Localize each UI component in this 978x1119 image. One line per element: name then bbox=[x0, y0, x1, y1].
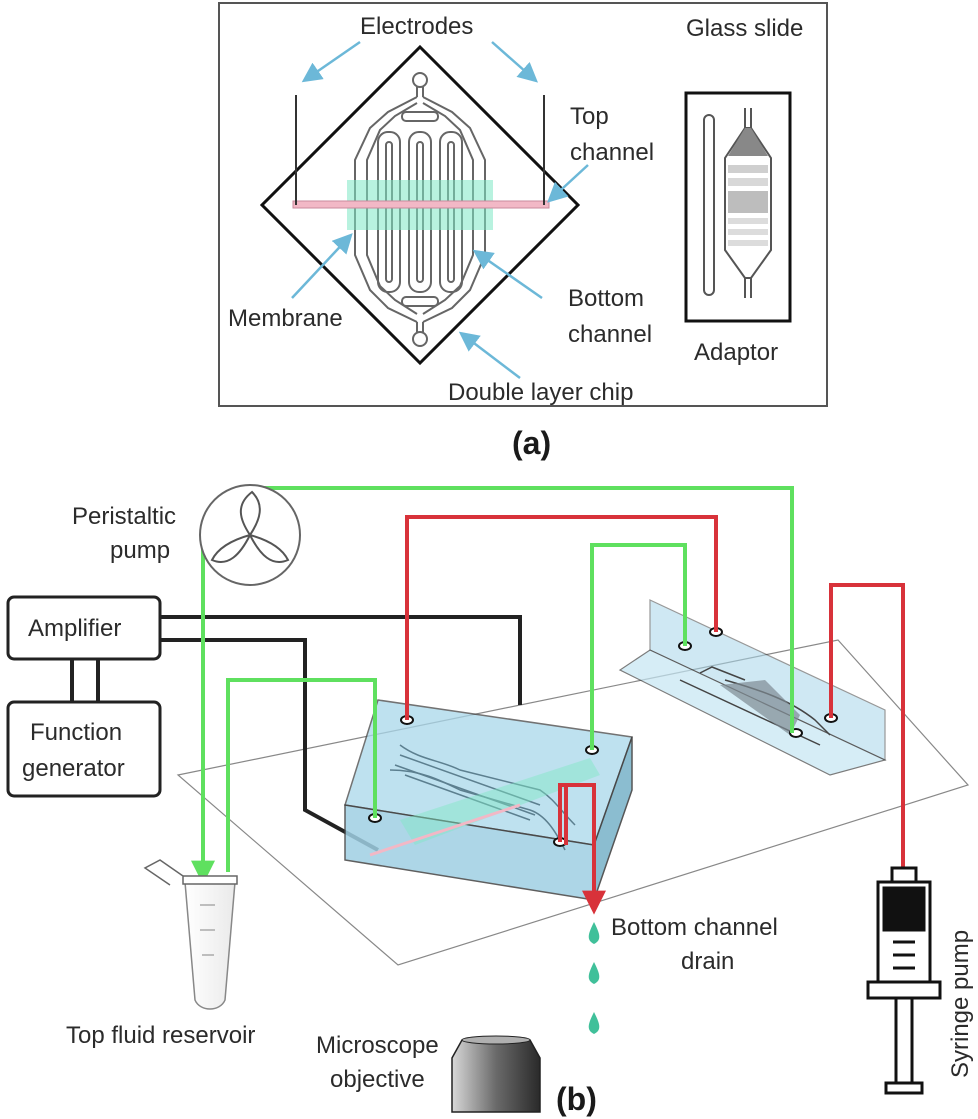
adaptor-chamber bbox=[724, 108, 772, 298]
arrow-top-channel bbox=[547, 164, 589, 203]
panel-label-a: (a) bbox=[512, 425, 551, 461]
label-top-channel-1: Top bbox=[570, 103, 609, 130]
function-generator-connector-2 bbox=[96, 660, 100, 702]
panel-a: Electrodes Glass slide Top channel Membr… bbox=[218, 2, 828, 407]
arrow-bottom-channel bbox=[472, 249, 543, 300]
arrow-electrodes-right bbox=[491, 41, 538, 83]
label-top-fluid-reservoir: Top fluid reservoir bbox=[66, 1022, 255, 1049]
label-peristaltic-2: pump bbox=[110, 537, 170, 564]
panel-label-b: (b) bbox=[556, 1081, 597, 1117]
label-electrodes: Electrodes bbox=[360, 13, 473, 40]
top-channel-3d bbox=[369, 803, 521, 857]
label-peristaltic-1: Peristaltic bbox=[72, 503, 176, 530]
label-amplifier: Amplifier bbox=[28, 615, 121, 642]
label-adaptor: Adaptor bbox=[694, 339, 778, 366]
adaptor-slot bbox=[703, 114, 715, 296]
function-generator-connector-1 bbox=[70, 660, 74, 702]
amplifier-wires bbox=[160, 615, 522, 852]
drain-droplets bbox=[588, 922, 600, 1034]
arrow-double-layer-chip bbox=[458, 331, 521, 379]
label-double-layer-chip: Double layer chip bbox=[448, 379, 633, 406]
arrow-membrane bbox=[291, 233, 353, 299]
green-tubing bbox=[191, 486, 794, 885]
label-bottom-channel-2: channel bbox=[568, 321, 652, 348]
function-generator-box bbox=[6, 700, 162, 798]
amplifier-box bbox=[6, 595, 162, 661]
label-glass-slide: Glass slide bbox=[686, 15, 803, 42]
label-drain-2: drain bbox=[681, 948, 734, 975]
label-top-channel-2: channel bbox=[570, 139, 654, 166]
adaptor-3d bbox=[618, 599, 887, 776]
label-microscope-2: objective bbox=[330, 1066, 425, 1093]
label-bottom-channel-1: Bottom bbox=[568, 285, 644, 312]
microscope-objective bbox=[451, 1035, 541, 1113]
top-channel bbox=[292, 200, 550, 209]
arrow-electrodes-left bbox=[301, 40, 361, 83]
label-microscope-1: Microscope bbox=[316, 1032, 439, 1059]
peristaltic-pump bbox=[199, 484, 301, 586]
label-function-1: Function bbox=[30, 719, 122, 746]
red-tubing bbox=[405, 515, 905, 915]
membrane-3d bbox=[400, 758, 600, 845]
label-membrane: Membrane bbox=[228, 305, 343, 332]
label-drain-1: Bottom channel bbox=[611, 914, 778, 941]
double-layer-chip-3d bbox=[344, 699, 634, 901]
label-function-2: generator bbox=[22, 755, 125, 782]
panel-b: Peristaltic pump Amplifier Function gene… bbox=[6, 484, 974, 1113]
label-syringe-pump: Syringe pump bbox=[947, 930, 974, 1078]
reservoir-tube bbox=[143, 859, 238, 1010]
glass-plate bbox=[176, 639, 970, 966]
syringe-pump bbox=[866, 866, 942, 1095]
